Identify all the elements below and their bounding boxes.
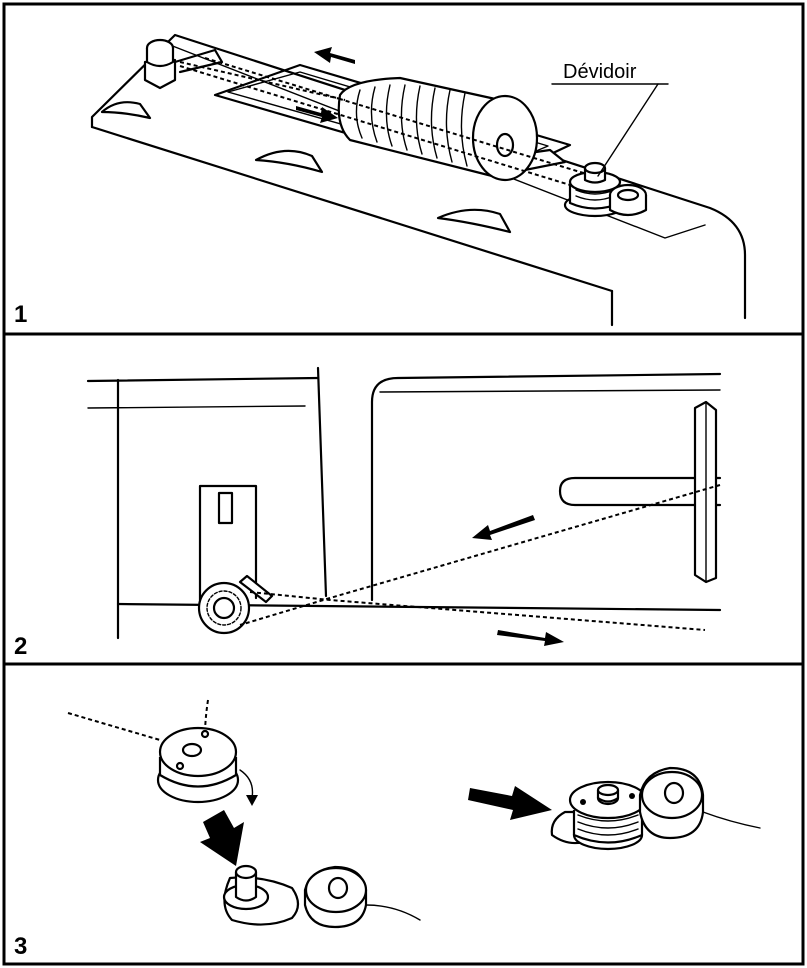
panel-1: Dévidoir 1 [14, 33, 747, 328]
thread-path-outgoing [249, 591, 706, 631]
label-leader-line [597, 83, 659, 177]
thread-spool [337, 76, 539, 182]
machine-top-rear-line [169, 44, 706, 239]
panel-2-number: 2 [14, 633, 27, 660]
bobbin-on-winder [550, 766, 761, 851]
thread-path-upper [179, 61, 346, 101]
thread-path-incoming [239, 484, 721, 626]
winder-spindle-assembly [222, 864, 421, 929]
thread-guide-slot-2 [254, 149, 324, 174]
bobbin-winder-label: Dévidoir [563, 61, 637, 83]
housing-top-line [86, 376, 320, 383]
arm-outline [370, 372, 722, 602]
winder-cord-left [365, 904, 421, 921]
housing-right-edge [316, 366, 328, 598]
arrow-out [497, 630, 564, 646]
arm-inner-line [379, 389, 721, 393]
arrow-left [314, 47, 355, 64]
thread-slot [558, 476, 722, 507]
thread-guide-slot-1 [100, 101, 152, 120]
panel-2: 2 [14, 366, 722, 660]
housing-second-line [87, 405, 306, 409]
empty-bobbin [156, 726, 240, 804]
machine-top-front-edge [90, 125, 614, 293]
arrow-right [296, 106, 338, 123]
arrow-place-bobbin [200, 810, 244, 866]
panel-3-number: 3 [14, 933, 27, 960]
panel-3: 3 [14, 699, 761, 960]
rotation-arrow-line [239, 769, 254, 799]
arrow-engage [468, 786, 552, 820]
rotation-arrow-head [246, 795, 258, 806]
thread-top-end [204, 699, 209, 736]
bobbin [197, 581, 251, 635]
arrow-in [472, 515, 535, 540]
thread-guide-post [143, 38, 224, 90]
machine-top-outline [90, 33, 747, 320]
panel-1-number: 1 [14, 301, 27, 328]
bobbin-stopper-lever [238, 574, 274, 604]
thread-left-end [67, 712, 161, 741]
bobbin-winder [563, 161, 648, 218]
winder-plate-slot [217, 491, 234, 525]
winder-plate [198, 484, 258, 602]
thread-guide-slot-3 [436, 208, 512, 234]
